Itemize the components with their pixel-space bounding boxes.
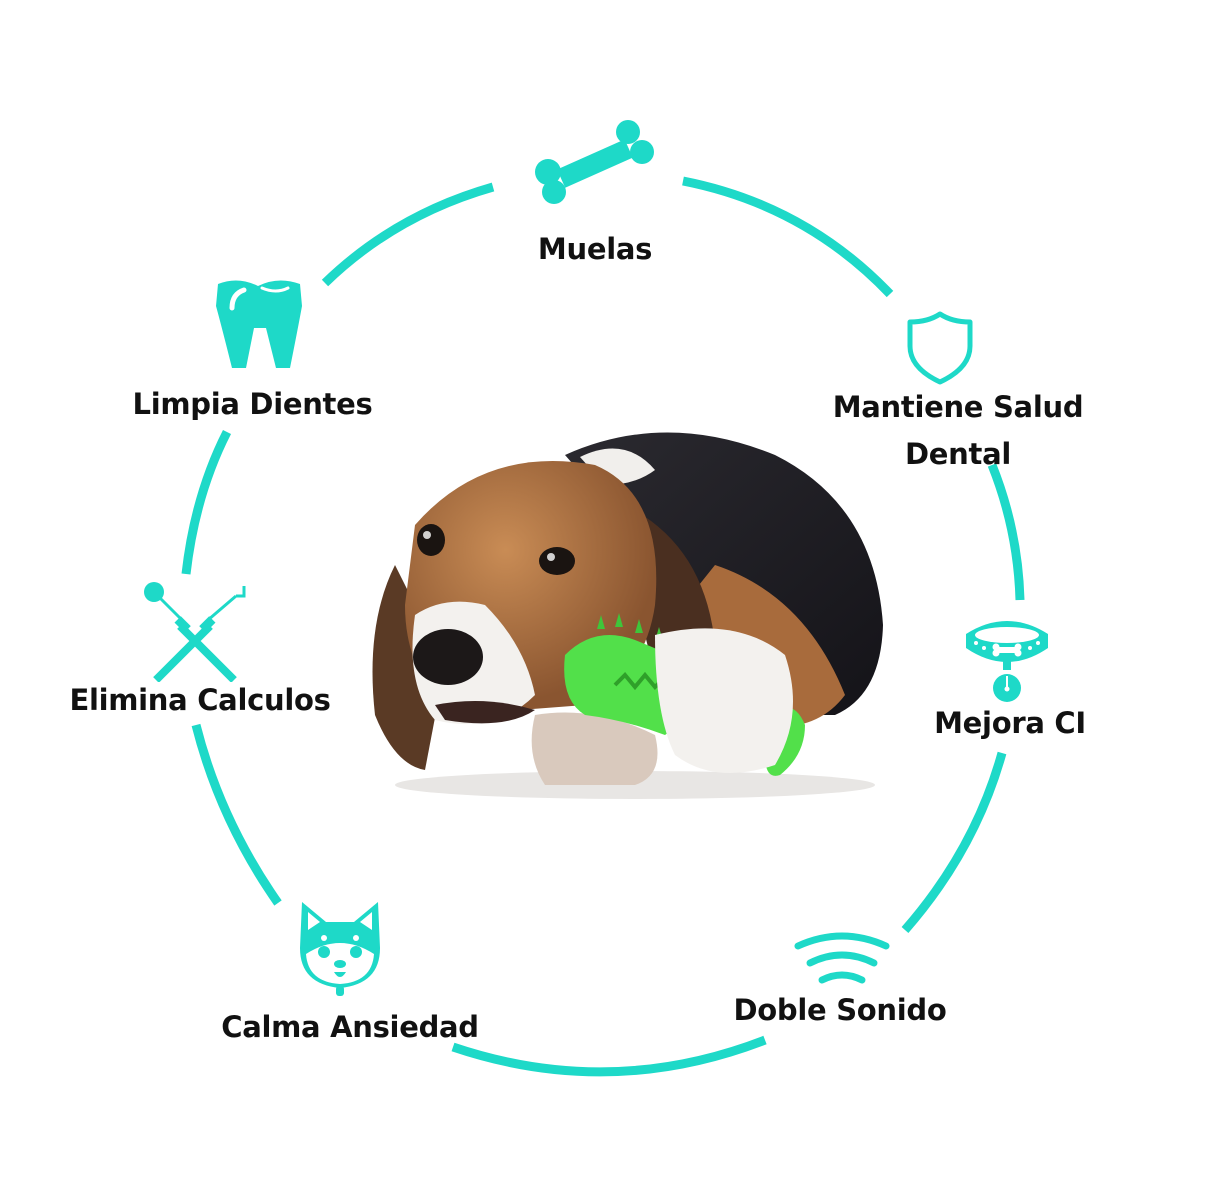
benefit-label-mantiene-salud-line2: Dental: [905, 437, 1011, 471]
ring-arc-right-lower: [901, 751, 1007, 933]
dog-face-icon: [300, 902, 380, 996]
shield-icon: [907, 311, 973, 385]
benefit-label-muelas: Muelas: [537, 232, 653, 266]
benefit-label-mejora-ci: Mejora CI: [934, 706, 1086, 740]
ring-arc-left-middle: [181, 429, 232, 575]
benefit-label-doble-sonido: Doble Sonido: [733, 993, 947, 1027]
benefit-label-limpia-dientes: Limpia Dientes: [132, 387, 373, 421]
ring-arc-right-upper: [987, 463, 1025, 601]
dental-tools-icon: [144, 582, 246, 682]
bone-icon: [535, 120, 654, 204]
ring-arc-top-right: [682, 176, 894, 298]
benefit-label-elimina-calculos: Elimina Calculos: [69, 683, 331, 717]
ring-arc-left-lower: [191, 723, 282, 906]
benefit-label-calma-ansiedad: Calma Ansiedad: [221, 1010, 479, 1044]
ring-arc-bottom: [451, 1035, 767, 1077]
benefit-label-mantiene-salud-line1: Mantiene Salud: [832, 390, 1084, 424]
puppy-with-chew-toy-image: [372, 432, 883, 799]
ring-arc-top-left: [321, 182, 495, 287]
sound-waves-icon: [794, 932, 890, 984]
dog-collar-icon: [966, 621, 1048, 702]
tooth-icon: [216, 280, 302, 368]
